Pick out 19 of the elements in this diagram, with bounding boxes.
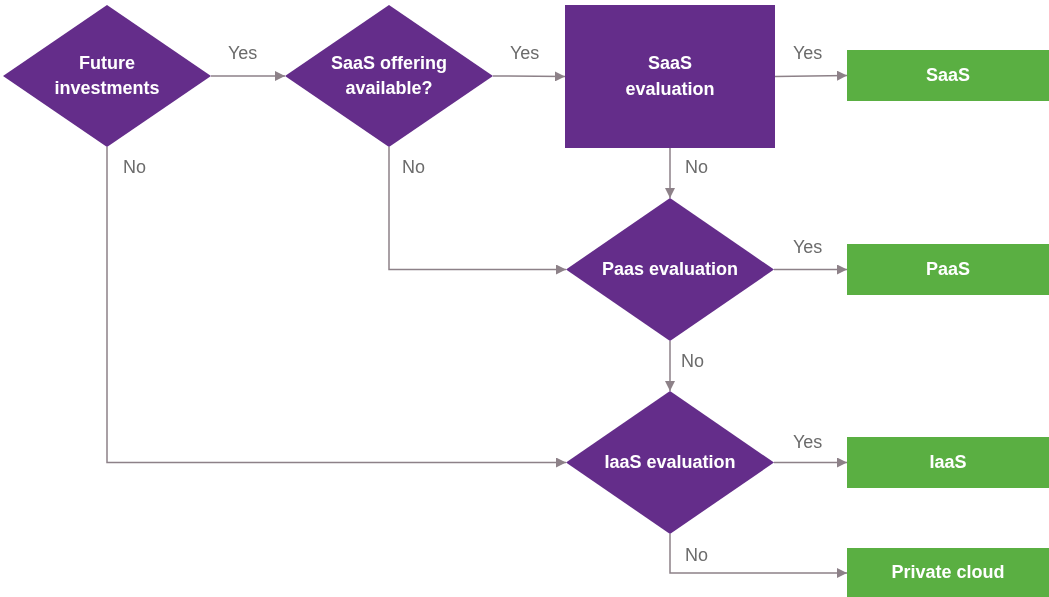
arrow — [106, 146, 567, 468]
arrow — [210, 71, 286, 81]
outcome-box: PaaS — [847, 244, 1049, 295]
outcome-box: IaaS — [847, 437, 1049, 488]
arrow — [665, 340, 675, 392]
arrow — [774, 70, 848, 81]
arrow — [388, 146, 567, 275]
arrow — [669, 533, 848, 578]
arrow — [492, 71, 566, 82]
arrow — [773, 457, 848, 468]
outcome-box: Private cloud — [847, 548, 1049, 597]
decision-label: Paas evaluation — [601, 257, 739, 281]
decision-label: Future investments — [53, 51, 161, 100]
arrow — [665, 147, 675, 199]
process-box: SaaS evaluation — [565, 5, 775, 148]
outcome-box: SaaS — [847, 50, 1049, 101]
arrow — [773, 264, 848, 275]
decision-label: IaaS evaluation — [604, 450, 736, 474]
decision-label: SaaS offering available? — [330, 51, 448, 100]
